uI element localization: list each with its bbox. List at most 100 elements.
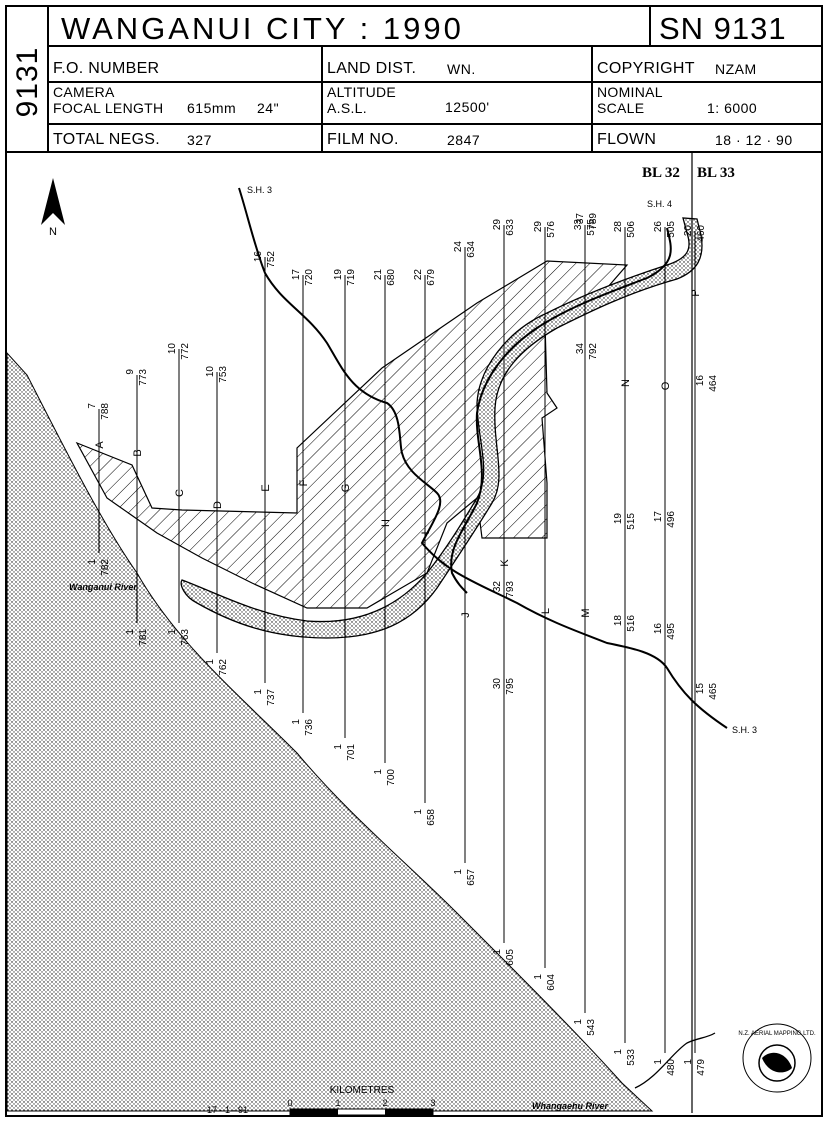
flight-line-bottom-frame: 658 bbox=[426, 809, 437, 826]
flight-line-letter: O bbox=[660, 381, 672, 390]
flight-line-bottom-run: 1 bbox=[573, 1019, 584, 1025]
mid-label-frame: 464 bbox=[708, 375, 719, 392]
flight-line-bottom-run: 1 bbox=[613, 1049, 624, 1055]
flight-line-bottom-frame: 700 bbox=[386, 769, 397, 786]
flight-line-letter: I bbox=[420, 531, 432, 534]
nominal-label: NOMINAL bbox=[597, 84, 663, 100]
flight-line-bottom-frame: 604 bbox=[546, 974, 557, 991]
mid-label-frame: 793 bbox=[505, 581, 516, 598]
north-arrow-icon: N bbox=[41, 178, 65, 238]
flight-line-top-run: 29 bbox=[533, 221, 544, 233]
flight-line-top-frame: 720 bbox=[304, 269, 315, 286]
mid-label-frame: 792 bbox=[588, 343, 599, 360]
flight-line-bottom-frame: 763 bbox=[180, 629, 191, 646]
flight-line-top-run: 10 bbox=[205, 366, 216, 378]
flight-line-top-run: 19 bbox=[333, 269, 344, 281]
flight-line-bottom-run: 1 bbox=[373, 769, 384, 775]
flight-line-bottom-run: 1 bbox=[683, 1059, 694, 1065]
mid-label-run: 30 bbox=[492, 678, 503, 690]
flight-line-bottom-frame: 657 bbox=[466, 869, 477, 886]
flight-line-letter: G bbox=[340, 484, 352, 493]
flight-line-top-run: 7 bbox=[87, 403, 98, 409]
flight-line-top-run: 29 bbox=[492, 219, 503, 231]
block-label-left: BL 32 bbox=[642, 165, 680, 181]
land-dist-value: WN. bbox=[447, 61, 476, 77]
flight-line-top-run: 16 bbox=[253, 251, 264, 263]
flight-line-top-frame: 575 bbox=[586, 219, 597, 236]
mid-label-frame: 495 bbox=[666, 623, 677, 640]
mid-label-run: 32 bbox=[492, 581, 503, 593]
flight-line-top-frame: 633 bbox=[505, 219, 516, 236]
flight-line-letter: C bbox=[174, 489, 186, 497]
flight-line-bottom-run: 1 bbox=[291, 719, 302, 725]
mid-label-run: 15 bbox=[695, 683, 706, 695]
flight-line-top-frame: 505 bbox=[666, 221, 677, 238]
scale-tick-0: 0 bbox=[287, 1098, 292, 1108]
altitude-label: ALTITUDE bbox=[327, 84, 397, 100]
flight-line-bottom-frame: 782 bbox=[100, 559, 111, 576]
side-sortie-number: 9131 bbox=[11, 46, 44, 118]
flight-line-bottom-run: 1 bbox=[333, 744, 344, 750]
logo-text: N.Z. AERIAL MAPPING LTD. bbox=[738, 1031, 816, 1037]
flight-line-top-run: 24 bbox=[453, 241, 464, 253]
copyright-label: COPYRIGHT bbox=[597, 60, 695, 77]
focal-length-mm: 615mm bbox=[187, 100, 237, 116]
film-no-value: 2847 bbox=[447, 132, 481, 148]
mid-label-frame: 789 bbox=[588, 213, 599, 230]
flight-line-top-run: 28 bbox=[613, 221, 624, 233]
flight-line-bottom-run: 1 bbox=[125, 629, 136, 635]
state-highway-3 bbox=[238, 187, 728, 729]
mid-label-run: 16 bbox=[695, 375, 706, 387]
map-sheet: 9131 WANGANUI CITY : 1990 SN 9131 F.O. N… bbox=[5, 5, 823, 1117]
flight-line-top-frame: 719 bbox=[346, 269, 357, 286]
flight-line-bottom-frame: 781 bbox=[138, 629, 149, 646]
flight-line-top-frame: 460 bbox=[696, 225, 707, 242]
flight-line-bottom-run: 1 bbox=[533, 974, 544, 980]
scale-tick-2: 2 bbox=[382, 1098, 387, 1108]
flight-line-letter: N bbox=[620, 379, 632, 387]
whangaehu-river-label: Whangaehu River bbox=[532, 1101, 609, 1111]
coastal-area bbox=[6, 351, 654, 1112]
flight-line-top-frame: 576 bbox=[546, 221, 557, 238]
flight-line-bottom-run: 1 bbox=[253, 689, 264, 695]
sortie-number: SN 9131 bbox=[659, 11, 787, 46]
flight-line-top-frame: 679 bbox=[426, 269, 437, 286]
flight-line-bottom-run: 1 bbox=[453, 869, 464, 875]
scale-title: KILOMETRES bbox=[330, 1085, 395, 1096]
flight-line-top-run: 20 bbox=[683, 225, 694, 237]
mid-label-run: 34 bbox=[575, 343, 586, 355]
block-label-right: BL 33 bbox=[697, 165, 735, 181]
flight-line-letter: A bbox=[94, 441, 106, 449]
flight-line-top-frame: 773 bbox=[138, 369, 149, 386]
flight-line-letter: L bbox=[540, 608, 552, 614]
mid-label-frame: 516 bbox=[626, 615, 637, 632]
focal-length-in: 24" bbox=[257, 100, 280, 116]
flight-line-top-run: 26 bbox=[653, 221, 664, 233]
flight-line-letter: M bbox=[580, 608, 592, 617]
whangaehu-river bbox=[634, 1032, 716, 1089]
flight-line-bottom-run: 1 bbox=[492, 949, 503, 955]
scale-label: SCALE bbox=[597, 100, 645, 116]
flight-line-top-run: 17 bbox=[291, 269, 302, 281]
mid-label-run: 19 bbox=[613, 513, 624, 525]
title-block: 9131 WANGANUI CITY : 1990 SN 9131 F.O. N… bbox=[7, 7, 821, 153]
flight-line-bottom-run: 1 bbox=[653, 1059, 664, 1065]
flight-line-bottom-run: 1 bbox=[167, 629, 178, 635]
land-dist-label: LAND DIST. bbox=[327, 60, 417, 77]
flight-line-top-run: 22 bbox=[413, 269, 424, 281]
wanganui-river bbox=[180, 217, 703, 639]
flight-line-bottom-frame: 701 bbox=[346, 744, 357, 761]
flight-line-top-run: 10 bbox=[167, 343, 178, 355]
fo-number-label: F.O. NUMBER bbox=[53, 60, 160, 77]
flight-line-top-frame: 506 bbox=[626, 221, 637, 238]
wanganui-river-label: Wanganui River bbox=[69, 582, 137, 592]
mid-label-run: 17 bbox=[653, 511, 664, 523]
north-label: N bbox=[49, 226, 57, 238]
flight-line-top-frame: 634 bbox=[466, 241, 477, 258]
flight-line-top-frame: 788 bbox=[100, 403, 111, 420]
scale-tick-1: 1 bbox=[335, 1098, 340, 1108]
